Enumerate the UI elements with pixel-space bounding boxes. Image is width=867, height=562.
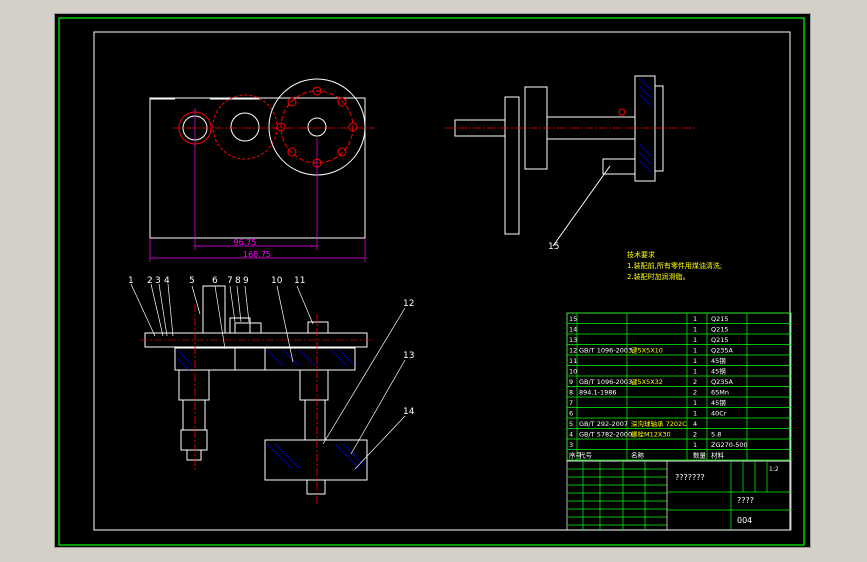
bom-cell-name: 键5X5X10 (631, 346, 663, 355)
bolt-hole-circle (276, 86, 358, 168)
bom-cell-material: Q235A (711, 378, 734, 386)
callout-12: 12 (403, 299, 414, 309)
bom-cell-qty: 1 (693, 368, 697, 376)
bom-cell-no: 11 (569, 357, 577, 365)
bom-cell-no: 13 (569, 336, 577, 344)
outer-frame (58, 17, 805, 546)
bom-cell-no: 8 (569, 389, 573, 397)
bom-cell-material: Q215 (711, 315, 729, 323)
bom-cell-material: Q235A (711, 347, 734, 355)
bom-cell-qty: 1 (693, 441, 697, 449)
bom-cell-code: GB/T 5782-2000 (579, 431, 632, 439)
notes-title: 技术要求 (627, 250, 655, 259)
bom-cell-no: 3 (569, 441, 573, 449)
callout-4: 4 (164, 276, 170, 286)
bom-header-col3: 名称 (631, 451, 645, 460)
bom-cell-name: 深沟球轴承 7202C (631, 419, 687, 428)
bom-cell-no: 10 (569, 368, 577, 376)
bom-cell-no: 14 (569, 326, 577, 334)
callout-2: 2 (147, 276, 153, 286)
dimension-inner: 96.75 (234, 238, 257, 247)
drawing-sheet: 96.75 168.75 (54, 13, 811, 548)
bom-cell-code: GB/T 1096-2003 (579, 378, 632, 386)
callout-14: 14 (403, 407, 415, 417)
bom-cell-no: 12 (569, 347, 577, 355)
bom-cell-material: 45钢 (711, 357, 726, 365)
callout-7: 7 (227, 276, 233, 286)
section-view (140, 285, 375, 504)
bom-cell-material: 5.8 (711, 431, 721, 439)
callout-10: 10 (271, 276, 283, 286)
bom-cell-material: Q215 (711, 336, 729, 344)
section-view-hatching (176, 349, 366, 469)
bom-cell-no: 15 (569, 315, 577, 323)
bom-cell-code: GB/T 292-2007 (579, 420, 628, 428)
notes-line-1: 1.装配前,所有零件用煤油清洗; (627, 261, 722, 270)
callout-9: 9 (243, 276, 249, 286)
title-block (566, 460, 792, 531)
callout-3: 3 (155, 276, 161, 286)
callout-8: 8 (235, 276, 241, 286)
bom-cell-qty: 1 (693, 315, 697, 323)
bom-cell-qty: 1 (693, 347, 697, 355)
drawing-canvas: 96.75 168.75 (58, 17, 805, 546)
bom-cell-name: 螺栓M12X30 (631, 430, 671, 439)
bom-cell-qty: 1 (693, 336, 697, 344)
bom-header-col4: 数量 (693, 451, 707, 460)
side-view (445, 75, 695, 247)
callout-6: 6 (212, 276, 218, 286)
bom-cell-material: 45钢 (711, 368, 726, 376)
title-block-drawing-no: ???? (737, 496, 754, 505)
title-block-scale: 1:2 (769, 466, 779, 473)
bom-cell-qty: 2 (693, 378, 697, 386)
bom-cell-no: 9 (569, 378, 573, 386)
callout-15: 15 (548, 242, 559, 252)
bom-cell-material: Q215 (711, 326, 729, 334)
callout-1: 1 (128, 276, 134, 286)
bom-cell-material: 65Mn (711, 389, 729, 397)
bom-cell-code: GB/T 1096-2003 (579, 347, 632, 355)
bom-cell-material: ZG270-500 (711, 441, 748, 449)
bom-header-col2: 代号 (579, 451, 593, 460)
top-view (149, 78, 375, 262)
bill-of-materials (566, 312, 792, 462)
callouts: 1 2 3 4 5 6 7 8 9 10 11 12 13 14 15 (128, 242, 559, 417)
bom-header-col5: 材料 (711, 451, 725, 460)
leader-lines (130, 283, 406, 470)
bom-cell-material: 40Cr (711, 410, 727, 418)
bom-cell-no: 4 (569, 431, 573, 439)
dimension-outer: 168.75 (243, 250, 271, 259)
bom-cell-no: 5 (569, 420, 573, 428)
side-view-hatching (638, 77, 652, 173)
bom-cell-qty: 2 (693, 431, 697, 439)
title-block-title: ??????? (675, 473, 705, 482)
inner-frame (93, 31, 791, 531)
technical-notes: 技术要求 1.装配前,所有零件用煤油清洗; 2.装配时加润滑脂。 (627, 250, 722, 281)
callout-13: 13 (403, 351, 414, 361)
bom-cell-qty: 1 (693, 399, 697, 407)
bom-cell-no: 6 (569, 410, 573, 418)
bom-cell-code: 894.1-1986 (579, 389, 617, 397)
notes-line-2: 2.装配时加润滑脂。 (627, 272, 690, 281)
bom-cell-qty: 4 (693, 420, 697, 428)
bom-header-col1: 序号 (569, 451, 583, 460)
bom-cell-material: 45钢 (711, 399, 726, 407)
callout-11: 11 (294, 276, 305, 286)
bom-cell-qty: 1 (693, 326, 697, 334)
bom-cell-qty: 1 (693, 357, 697, 365)
bom-cell-qty: 2 (693, 389, 697, 397)
title-block-sheet: 004 (737, 516, 752, 525)
bom-cell-qty: 1 (693, 410, 697, 418)
bom-cell-name: 键5X5X32 (631, 377, 663, 386)
callout-5: 5 (189, 276, 195, 286)
bom-cell-no: 7 (569, 399, 573, 407)
